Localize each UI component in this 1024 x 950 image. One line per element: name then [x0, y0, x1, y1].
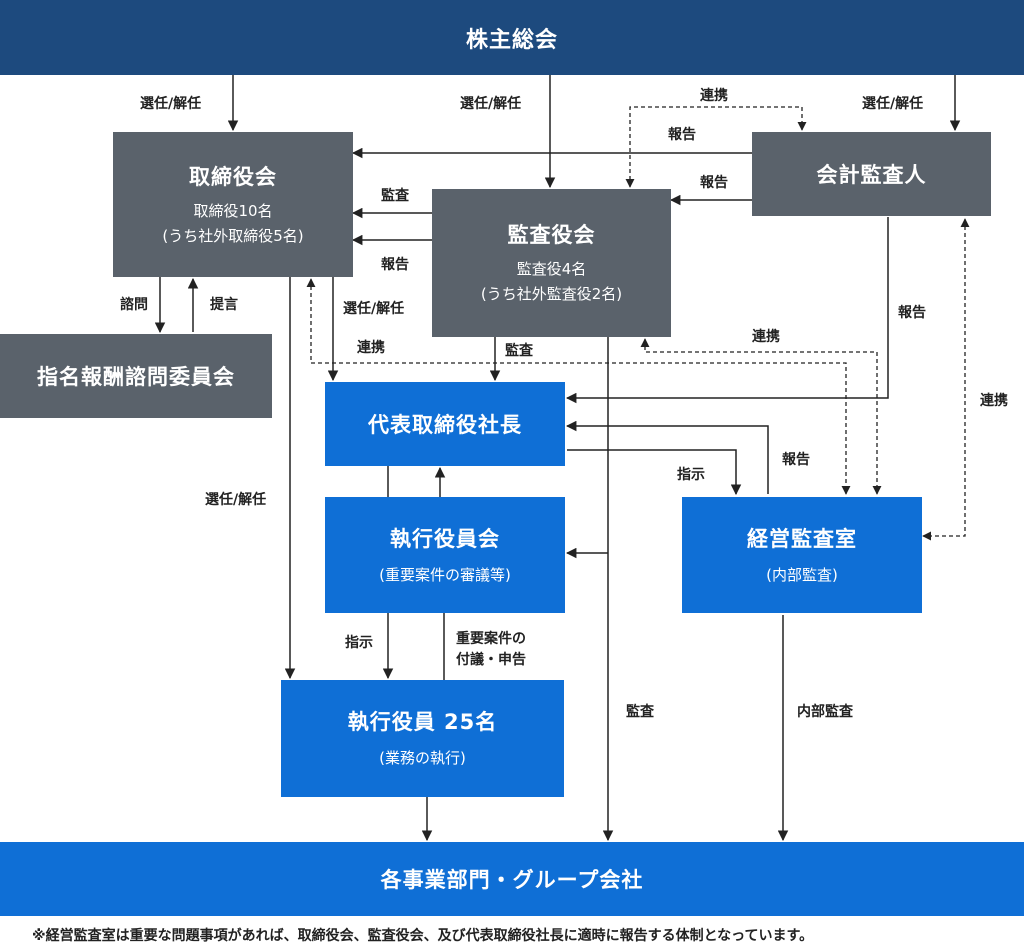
board-count: 取締役10名	[193, 201, 273, 220]
arrow-office-president	[565, 420, 769, 494]
board-box: 取締役会 取締役10名 (うち社外取締役5名)	[113, 132, 353, 277]
exec-committee-desc: (重要案件の審議等)	[379, 565, 511, 584]
label-elect-audit: 選任/解任	[460, 96, 522, 112]
executives-box: 執行役員 25名 (業務の執行)	[281, 680, 564, 797]
audit-office-desc: (内部監査)	[766, 565, 838, 584]
label-elect-executives: 選任/解任	[205, 492, 267, 508]
audit-board-title: 監査役会	[507, 223, 596, 247]
label-elect-board: 選任/解任	[140, 96, 202, 112]
exec-committee-title: 執行役員会	[390, 526, 500, 551]
label-consult: 諮問	[120, 297, 148, 313]
label-report-office: 報告	[782, 452, 810, 468]
board-outside: (うち社外取締役5名)	[162, 226, 304, 245]
nomination-box: 指名報酬諮問委員会	[0, 334, 272, 418]
label-link-audit-office: 連携	[752, 329, 780, 345]
audit-board-outside: (うち社外監査役2名)	[480, 285, 623, 303]
dashed-link-auditor-office	[922, 218, 970, 541]
footnote: ※経営監査室は重要な問題事項があれば、取締役会、監査役会、及び代表取締役社長に適…	[32, 928, 814, 944]
label-internal-audit: 内部監査	[797, 704, 853, 720]
nomination-title: 指名報酬諮問委員会	[37, 365, 235, 389]
label-elect-president: 選任/解任	[343, 301, 405, 317]
label-link-auditor-office: 連携	[980, 393, 1008, 409]
executives-desc: (業務の執行)	[379, 749, 466, 767]
label-link-auditor-audit: 連携	[700, 88, 728, 104]
audit-board-count: 監査役4名	[516, 260, 587, 278]
exec-committee-box: 執行役員会 (重要案件の審議等)	[325, 497, 565, 613]
auditor-title: 会計監査人	[816, 163, 927, 187]
shareholders-box: 株主総会	[0, 0, 1024, 75]
label-instruct-office: 指示	[677, 467, 705, 483]
label-important-1: 重要案件の	[456, 631, 526, 647]
label-audit-president: 監査	[505, 343, 533, 359]
label-link-board-office: 連携	[357, 340, 385, 356]
divisions-title: 各事業部門・グループ会社	[380, 868, 644, 892]
label-propose: 提言	[210, 297, 238, 313]
dashed-link-audit-office	[640, 338, 882, 495]
audit-board-box: 監査役会 監査役4名 (うち社外監査役2名)	[432, 189, 671, 337]
auditor-box: 会計監査人	[752, 132, 991, 216]
president-title: 代表取締役社長	[368, 413, 522, 437]
label-audit-divisions: 監査	[626, 704, 654, 720]
label-report-audit-board: 報告	[381, 257, 409, 273]
divisions-box: 各事業部門・グループ会社	[0, 842, 1024, 916]
audit-office-title: 経営監査室	[747, 526, 857, 551]
label-elect-auditor: 選任/解任	[862, 96, 924, 112]
audit-office-box: 経営監査室 (内部監査)	[682, 497, 922, 613]
board-title: 取締役会	[189, 164, 277, 189]
shareholders-title: 株主総会	[465, 27, 558, 53]
label-audit-board: 監査	[381, 188, 409, 204]
label-report-auditor-board: 報告	[668, 127, 696, 143]
label-report-auditor-president: 報告	[898, 305, 926, 321]
label-important-2: 付議・申告	[456, 652, 526, 668]
arrow-president-office	[567, 449, 742, 496]
label-report-auditor-audit: 報告	[700, 175, 728, 191]
label-instruct-executives: 指示	[345, 635, 373, 651]
president-box: 代表取締役社長	[325, 382, 565, 466]
dashed-link-board-office	[306, 278, 851, 495]
executives-title: 執行役員 25名	[347, 710, 498, 734]
